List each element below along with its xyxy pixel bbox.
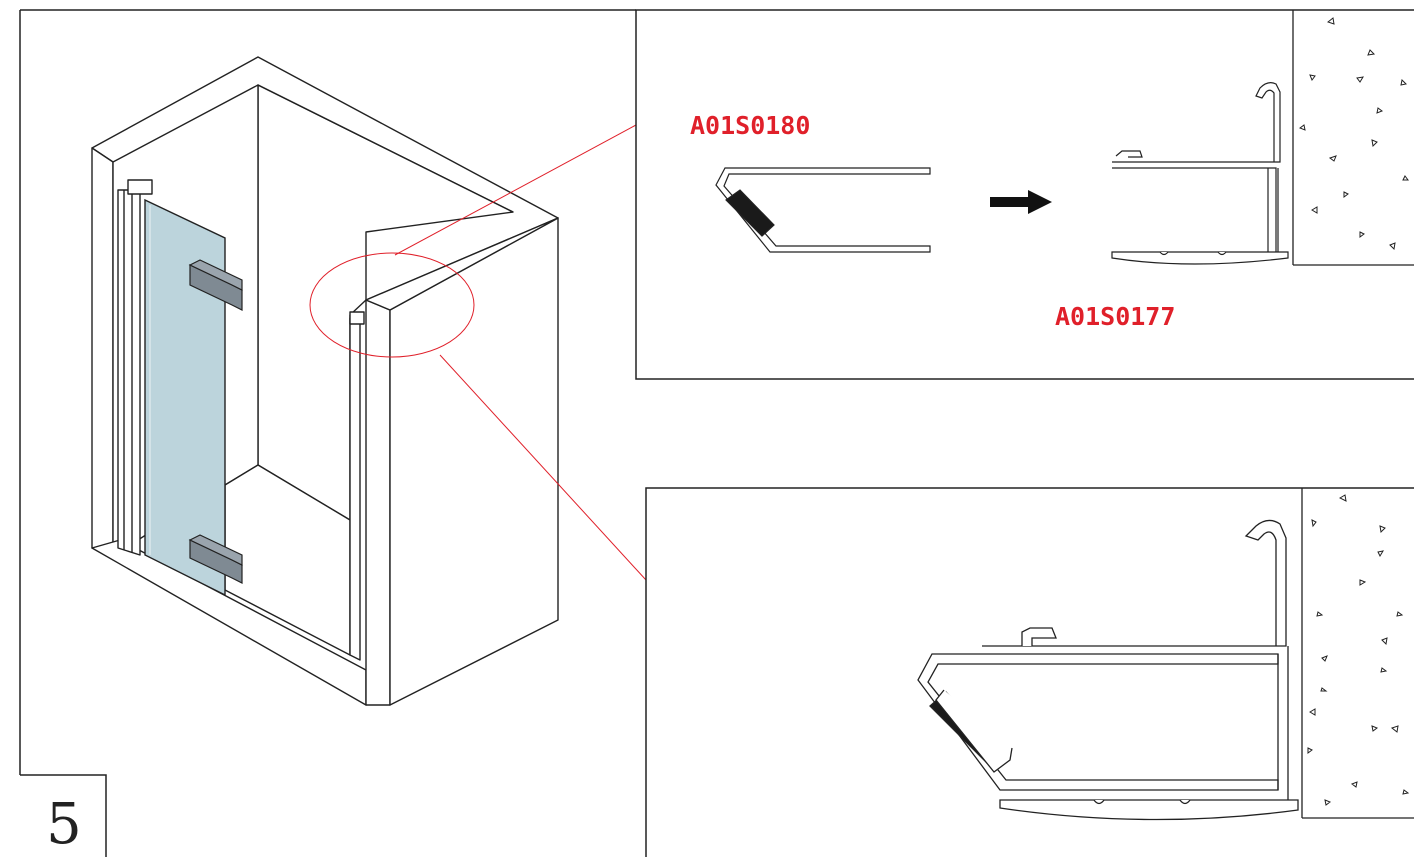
page-frame <box>19 9 636 775</box>
step-number-box: 5 <box>20 774 107 857</box>
profile-a01s0177-small <box>1111 82 1289 265</box>
hinge-top <box>188 259 243 311</box>
glass-door <box>144 198 226 597</box>
callout-leader-top <box>394 124 637 256</box>
profile-code-a01s0177: A01S0177 <box>1055 302 1175 331</box>
profile-code-a01s0180: A01S0180 <box>690 111 810 140</box>
wall-concrete-top <box>1292 10 1414 266</box>
profile-a01s0180-small <box>715 167 931 253</box>
step-number: 5 <box>46 792 82 857</box>
wall-concrete-bottom <box>1301 488 1414 819</box>
detail-panel-bottom <box>645 487 1414 857</box>
profile-assembly-large <box>917 519 1299 821</box>
detail-callout-ellipse <box>309 252 475 358</box>
detail-panel-top: A01S0180 A01S0177 <box>635 9 1414 380</box>
arrow-right-icon <box>990 190 1052 214</box>
hinge-bottom <box>188 534 243 584</box>
callout-leader-bottom <box>439 354 647 581</box>
